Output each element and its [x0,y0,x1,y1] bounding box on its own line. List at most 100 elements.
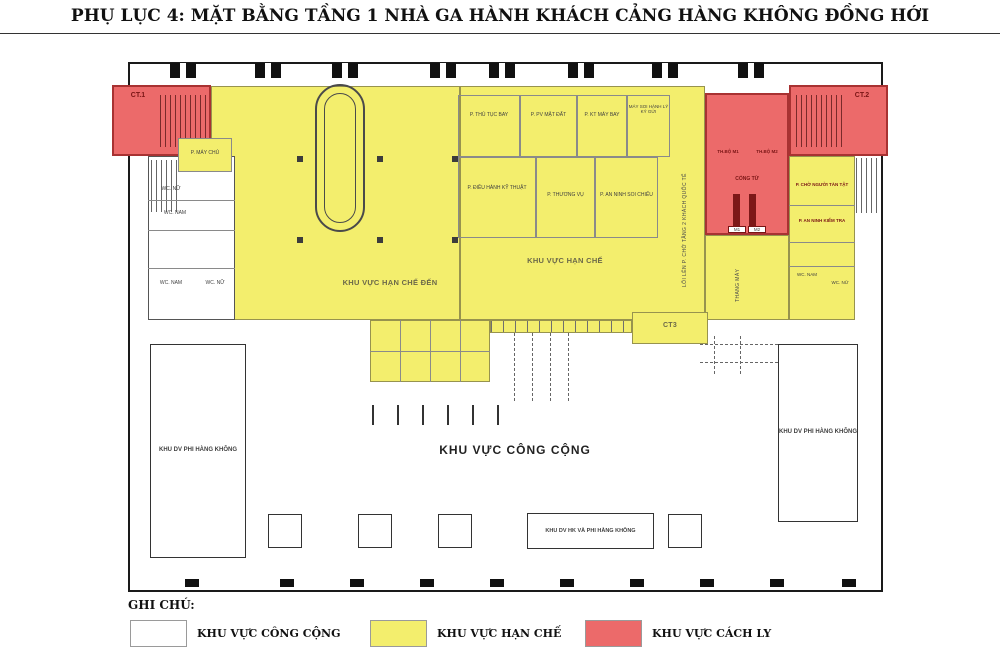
legend-swatch-isolation [585,620,642,647]
zone-label-arrival-restricted: KHU VỰC HẠN CHẾ ĐẾN [342,278,438,287]
room-label-metal-gate: CỔNG TỪ [735,176,759,182]
room-baggage-xray [627,95,670,157]
queue-line [532,333,533,401]
services-label-left: KHU DV PHI HÀNG KHÔNG [158,447,237,454]
door-icon [490,579,504,587]
door-icon [255,63,281,78]
kiosk-box [668,514,702,548]
escalator-icon [733,194,740,230]
room-label-wc-men-right: WC. NAM [797,272,817,277]
guide-line [700,344,778,345]
column-icon [452,237,458,243]
room-server [178,138,232,172]
column-icon [447,405,449,425]
wall-line [148,200,235,201]
legend-swatch-restricted [370,620,427,647]
legend-label-isolation: KHU VỰC CÁCH LY [652,627,772,640]
legend-label-restricted: KHU VỰC HẠN CHẾ [437,627,562,640]
door-icon [770,579,784,587]
column-icon [297,237,303,243]
baggage-carousel-inner [324,93,356,223]
services-label-right: KHU DV PHI HÀNG KHÔNG [779,429,858,436]
zone-label-ct1: CT.1 [130,92,146,99]
title-divider [0,33,1000,34]
room-label-ground-service: P. PV MẶT ĐẤT [530,112,567,118]
door-icon [185,579,199,587]
gate-label-m1: M1 [728,226,746,234]
door-icon [489,63,515,78]
door-icon [560,579,574,587]
room-label-technical-ops: P. ĐIỀU HÀNH KỸ THUẬT [467,185,527,191]
room-security-screening [595,157,658,238]
elevator-label: THANG MÁY [735,268,741,302]
zone-ct3 [632,312,708,344]
column-icon [372,405,374,425]
door-icon [430,63,456,78]
door-icon [170,63,196,78]
room-label-aircraft-maintenance: P. KT MÁY BAY [584,112,620,118]
guide-line [700,362,778,363]
wall-line [148,230,235,231]
room-label-walkway-m1: TH.BỘ M1 [717,149,739,154]
wall-line [789,242,855,243]
door-icon [568,63,594,78]
guide-line [740,336,741,374]
zone-label-ct2: CT.2 [854,92,870,99]
column-icon [472,405,474,425]
column-icon [397,405,399,425]
queue-line [514,333,515,401]
wall-line [789,205,855,206]
room-label-wc-women-upper-left: WC. NỮ [161,186,181,192]
zone-restricted-arrival-hall [211,86,460,320]
door-icon [700,579,714,587]
services-label-center: KHU DV HK VÀ PHI HÀNG KHÔNG [545,527,636,534]
legend-label-public: KHU VỰC CÔNG CỘNG [197,627,341,640]
room-label-walkway-m2: TH.BỘ M2 [756,149,778,154]
door-icon [738,63,764,78]
column-icon [377,156,383,162]
wall-line [370,351,490,352]
room-label-wc-women-lower-left: WC. NỮ [205,280,225,286]
room-label-commercial: P. THƯƠNG VỤ [547,192,584,198]
corridor-label-level2-access: LỐI LÊN P. CHỜ TẦNG 2 KHÁCH QUỐC TẾ [682,173,688,287]
services-box-center: KHU DV HK VÀ PHI HÀNG KHÔNG [527,513,654,549]
zone-isolation-core [705,93,789,235]
room-label-security-check: P. AN NINH KIỂM TRA [798,218,846,223]
zone-restricted-core [705,235,789,320]
kiosk-box [438,514,472,548]
services-box-left: KHU DV PHI HÀNG KHÔNG [150,344,246,558]
kiosk-box [358,514,392,548]
checkin-counter-strip [490,320,632,333]
services-box-right: KHU DV PHI HÀNG KHÔNG [778,344,858,522]
stairs-icon [796,95,842,147]
room-technical-ops [458,157,536,238]
room-checkin [458,95,520,157]
door-icon [332,63,358,78]
room-label-checkin: P. THỦ TỤC BAY [469,112,509,118]
zone-restricted-central [460,86,705,320]
room-label-server: P. MÁY CHỦ [190,150,220,156]
legend-swatch-public [130,620,187,647]
room-label-baggage-xray: MÁY SOI HÀNH LÝ KÝ GỬI [628,104,669,115]
room-label-wc-women-right: WC. NỮ [831,280,849,285]
door-icon [842,579,856,587]
kiosk-box [268,514,302,548]
door-icon [280,579,294,587]
queue-line [568,333,569,401]
room-commercial [536,157,595,238]
stairs-icon [151,160,179,212]
page-title: PHỤ LỤC 4: MẶT BẰNG TẦNG 1 NHÀ GA HÀNH K… [70,6,930,26]
room-label-disabled-waiting: P. CHỜ NGƯỜI TÀN TẬT [795,182,849,187]
room-label-security-screening: P. AN NINH SOI CHIẾU [600,192,653,198]
door-icon [350,579,364,587]
stairs-icon [856,158,878,213]
column-icon [452,156,458,162]
door-icon [652,63,678,78]
zone-label-ct3: CT3 [662,322,678,329]
gate-label-m2: M2 [748,226,766,234]
wall-line [148,268,235,269]
wall-line [789,266,855,267]
queue-line [550,333,551,401]
column-icon [377,237,383,243]
column-icon [497,405,499,425]
